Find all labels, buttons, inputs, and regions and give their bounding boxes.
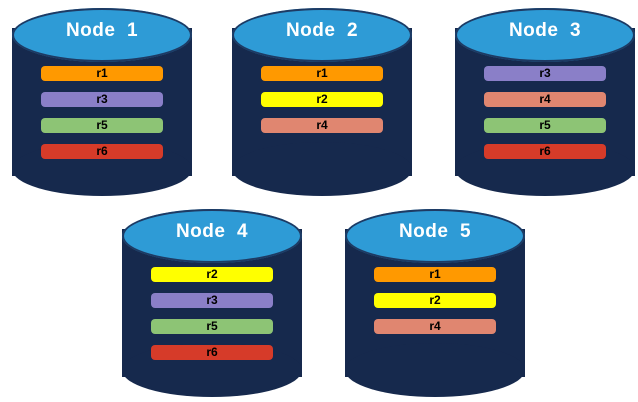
shard-list: r1 r2 r4 <box>345 267 525 334</box>
shard-bar[interactable]: r4 <box>484 92 606 107</box>
cylinder-bottom-ellipse <box>232 142 412 196</box>
database-node[interactable]: Node 1 r1 r3 r5 r6 <box>12 8 192 196</box>
shard-bar[interactable]: r5 <box>484 118 606 133</box>
shard-bar[interactable]: r6 <box>151 345 273 360</box>
shard-bar[interactable]: r2 <box>261 92 383 107</box>
node-title: Node 3 <box>508 20 582 41</box>
cylinder-top-ellipse <box>345 209 525 263</box>
shard-bar[interactable]: r1 <box>261 66 383 81</box>
shard-bar[interactable]: r5 <box>41 118 163 133</box>
shard-bar[interactable]: r5 <box>151 319 273 334</box>
shard-bar[interactable]: r4 <box>374 319 496 334</box>
database-node[interactable]: Node 2 r1 r2 r4 <box>232 8 412 196</box>
shard-list: r2 r3 r5 r6 <box>122 267 302 360</box>
cylinder-bottom-ellipse <box>345 343 525 397</box>
node-title: Node 2 <box>285 20 359 41</box>
shard-bar[interactable]: r2 <box>374 293 496 308</box>
shard-bar[interactable]: r4 <box>261 118 383 133</box>
shard-bar[interactable]: r6 <box>484 144 606 159</box>
database-node[interactable]: Node 3 r3 r4 r5 r6 <box>455 8 635 196</box>
shard-bar[interactable]: r1 <box>41 66 163 81</box>
database-node[interactable]: Node 5 r1 r2 r4 <box>345 209 525 397</box>
cylinder-top-ellipse <box>232 8 412 62</box>
cylinder-top-ellipse <box>12 8 192 62</box>
shard-list: r3 r4 r5 r6 <box>455 66 635 159</box>
shard-bar[interactable]: r3 <box>484 66 606 81</box>
shard-bar[interactable]: r2 <box>151 267 273 282</box>
shard-list: r1 r2 r4 <box>232 66 412 133</box>
node-title: Node 4 <box>175 221 249 242</box>
shard-bar[interactable]: r3 <box>151 293 273 308</box>
shard-bar[interactable]: r1 <box>374 267 496 282</box>
database-node[interactable]: Node 4 r2 r3 r5 r6 <box>122 209 302 397</box>
shard-bar[interactable]: r6 <box>41 144 163 159</box>
shard-bar[interactable]: r3 <box>41 92 163 107</box>
shard-list: r1 r3 r5 r6 <box>12 66 192 159</box>
cylinder-top-ellipse <box>455 8 635 62</box>
cylinder-top-ellipse <box>122 209 302 263</box>
node-title: Node 1 <box>65 20 139 41</box>
node-title: Node 5 <box>398 221 472 242</box>
